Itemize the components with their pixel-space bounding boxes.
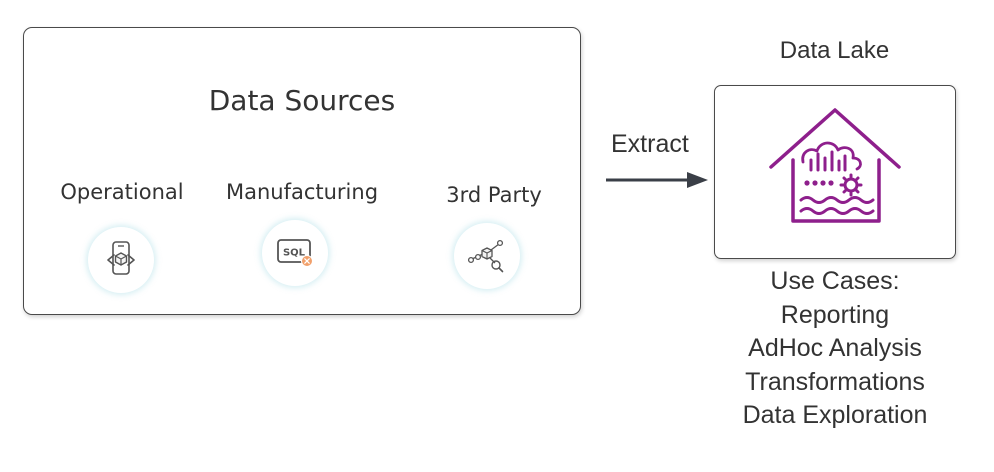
sql-database-icon: SQL — [262, 220, 328, 286]
svg-text:SQL: SQL — [283, 248, 306, 259]
data-sources-box: Data Sources Operational Manufacturing 3… — [23, 27, 581, 315]
use-case-item: Transformations — [745, 367, 925, 396]
extract-arrow-icon — [606, 172, 708, 188]
network-search-icon — [454, 223, 520, 289]
use-case-item: Reporting — [780, 300, 890, 329]
source-label-operational: Operational — [60, 180, 184, 204]
source-label-manufacturing: Manufacturing — [225, 180, 379, 204]
use-case-item: Data Exploration — [742, 401, 928, 429]
use-cases-list: Use Cases: Reporting AdHoc Analysis Tran… — [714, 265, 956, 433]
data-sources-title: Data Sources — [208, 84, 396, 117]
use-case-item: AdHoc Analysis — [748, 334, 922, 362]
extract-label: Extract — [611, 130, 689, 158]
data-lake-title: Data Lake — [779, 37, 890, 64]
use-cases-heading: Use Cases: — [770, 267, 900, 295]
data-lake-house-icon — [769, 108, 901, 223]
data-lake-box — [714, 85, 956, 259]
source-label-3rd-party: 3rd Party — [446, 183, 542, 207]
mobile-app-box-icon — [88, 227, 154, 293]
